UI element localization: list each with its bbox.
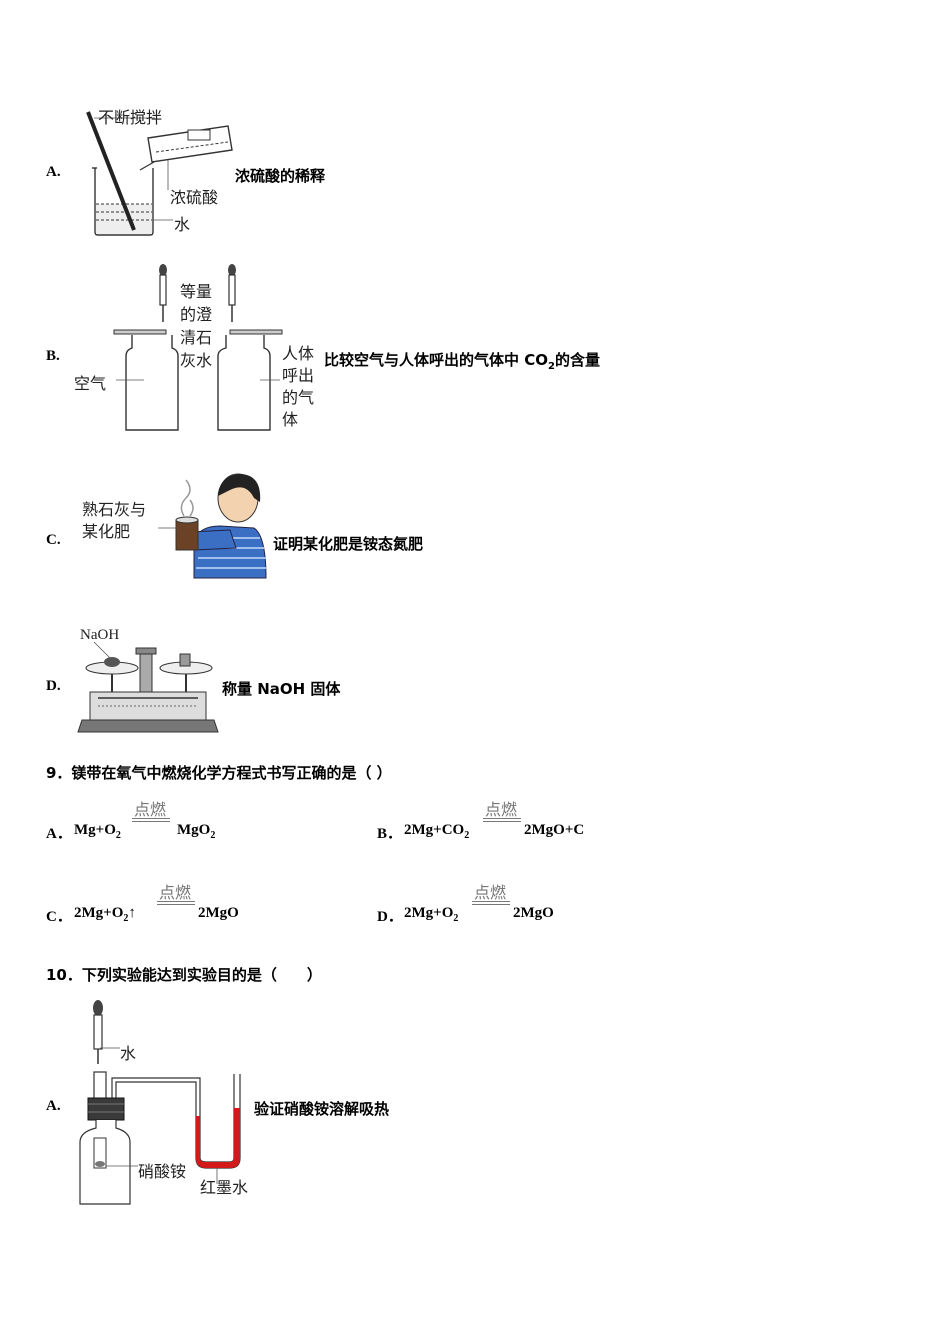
option-letter: B． [377,826,403,842]
equals-sign [132,818,170,822]
equation-reactants: 2Mg+CO2 [404,822,470,841]
equation-reactants: 2Mg+O2 [404,905,459,924]
option-letter: C. [46,532,61,548]
limewater-label: 的澄 [180,305,213,324]
equation-products: 2MgO [198,905,239,921]
option-letter: D. [46,678,61,694]
option-letter: A． [46,826,72,842]
limewater-label: 灰水 [180,351,213,370]
option-letter: B. [46,348,60,364]
smelling-fertilizer-figure [158,473,267,579]
equation-products: MgO2 [177,822,216,841]
red-ink-label: 红墨水 [200,1178,249,1197]
fertilizer-label: 熟石灰与 [82,500,147,519]
limewater-label: 清石 [180,328,213,347]
question-9-title: 9．镁带在氧气中燃烧化学方程式书写正确的是（ ） [46,764,392,782]
option-letter: D． [377,909,403,925]
option-text: 比较空气与人体呼出的气体中 CO2的含量 [324,351,600,372]
question-10-title: 10．下列实验能达到实验目的是（ ） [46,966,322,984]
option-text: 证明某化肥是铵态氮肥 [273,535,424,553]
reaction-condition: 点燃 [134,800,167,819]
gas-bottles-figure [113,264,283,431]
stir-label: 不断搅拌 [98,108,163,127]
equals-sign [157,901,195,905]
ammonium-nitrate-label: 硝酸铵 [138,1162,187,1181]
option-letter: A. [46,164,61,180]
equation-products: 2MgO [513,905,554,921]
breath-label: 人体 [282,344,315,363]
option-letter: A. [46,1098,61,1114]
option-text: 浓硫酸的稀释 [235,167,326,185]
water-label: 水 [174,215,191,234]
equation-products: 2MgO+C [524,822,585,838]
equals-sign [472,901,510,905]
equation-reactants: 2Mg+O2↑ [74,905,136,924]
acid-label: 浓硫酸 [170,188,219,207]
breath-label: 呼出 [282,366,315,385]
option-text: 验证硝酸铵溶解吸热 [254,1100,390,1118]
air-label: 空气 [74,374,107,393]
water-label: 水 [120,1044,137,1063]
diluting-acid-figure [86,111,233,236]
naoh-label: NaOH [80,627,120,643]
reaction-condition: 点燃 [485,800,518,819]
option-text: 称量 NaOH 固体 [222,680,341,698]
equation-reactants: Mg+O2 [74,822,121,841]
fertilizer-label: 某化肥 [82,522,131,541]
option-letter: C． [46,909,72,925]
dissolving-heat-figure [79,1000,241,1205]
equals-sign [483,818,521,822]
breath-label: 的气 [282,388,315,407]
limewater-label: 等量 [180,282,213,301]
reaction-condition: 点燃 [474,883,507,902]
balance-figure [77,641,219,733]
reaction-condition: 点燃 [159,883,192,902]
breath-label: 体 [282,410,299,429]
